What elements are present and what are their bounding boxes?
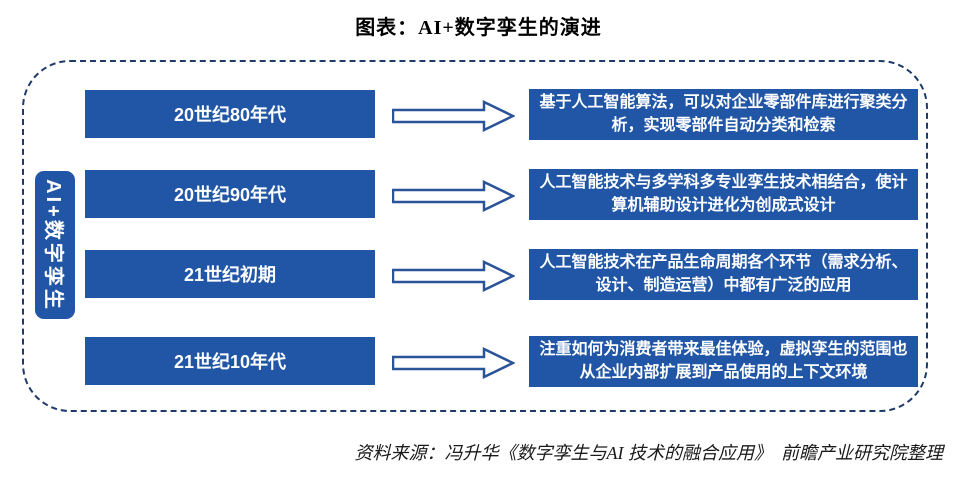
description-text: 人工智能技术与多学科多专业孪生技术相结合，使计算机辅助设计进化为创成式设计: [539, 173, 908, 214]
era-box: 21世纪初期: [85, 250, 375, 298]
description-text: 注重如何为消费者带来最佳体验，虚拟孪生的范围也从企业内部扩展到产品使用的上下文环…: [539, 340, 908, 381]
evolution-diagram: AI+数字孪生 20世纪80年代 基于人工智能算法，可以对企业零部件库进行聚类分…: [22, 60, 928, 412]
right-arrow-icon: [392, 260, 515, 292]
era-box: 21世纪10年代: [85, 337, 375, 385]
right-arrow-icon: [392, 100, 515, 132]
right-arrow-icon: [392, 180, 515, 212]
right-arrow-icon: [392, 347, 515, 379]
page-title: 图表：AI+数字孪生的演进: [355, 17, 602, 39]
era-label: 20世纪90年代: [173, 185, 287, 205]
era-label: 21世纪初期: [183, 265, 277, 285]
description-box: 基于人工智能算法，可以对企业零部件库进行聚类分析，实现零部件自动分类和检索: [529, 89, 918, 140]
era-label: 20世纪80年代: [173, 105, 287, 125]
side-label-box: AI+数字孪生: [35, 171, 75, 319]
timeline-row-1980s: 20世纪80年代 基于人工智能算法，可以对企业零部件库进行聚类分析，实现零部件自…: [24, 89, 926, 141]
description-box: 人工智能技术在产品生命周期各个环节（需求分析、设计、制造运营）中都有广泛的应用: [529, 249, 918, 300]
description-text: 基于人工智能算法，可以对企业零部件库进行聚类分析，实现零部件自动分类和检索: [539, 93, 908, 134]
timeline-row-2010s: 21世纪10年代 注重如何为消费者带来最佳体验，虚拟孪生的范围也从企业内部扩展到…: [24, 336, 926, 388]
description-box: 注重如何为消费者带来最佳体验，虚拟孪生的范围也从企业内部扩展到产品使用的上下文环…: [529, 336, 918, 387]
source-note: 资料来源：冯升华《数字孪生与AI 技术的融合应用》 前瞻产业研究院整理: [354, 443, 944, 463]
era-label: 21世纪10年代: [173, 352, 287, 372]
description-box: 人工智能技术与多学科多专业孪生技术相结合，使计算机辅助设计进化为创成式设计: [529, 169, 918, 220]
timeline-row-early-21c: 21世纪初期 人工智能技术在产品生命周期各个环节（需求分析、设计、制造运营）中都…: [24, 249, 926, 301]
era-box: 20世纪90年代: [85, 170, 375, 218]
era-box: 20世纪80年代: [85, 90, 375, 138]
description-text: 人工智能技术在产品生命周期各个环节（需求分析、设计、制造运营）中都有广泛的应用: [539, 253, 908, 294]
timeline-row-1990s: 20世纪90年代 人工智能技术与多学科多专业孪生技术相结合，使计算机辅助设计进化…: [24, 169, 926, 221]
